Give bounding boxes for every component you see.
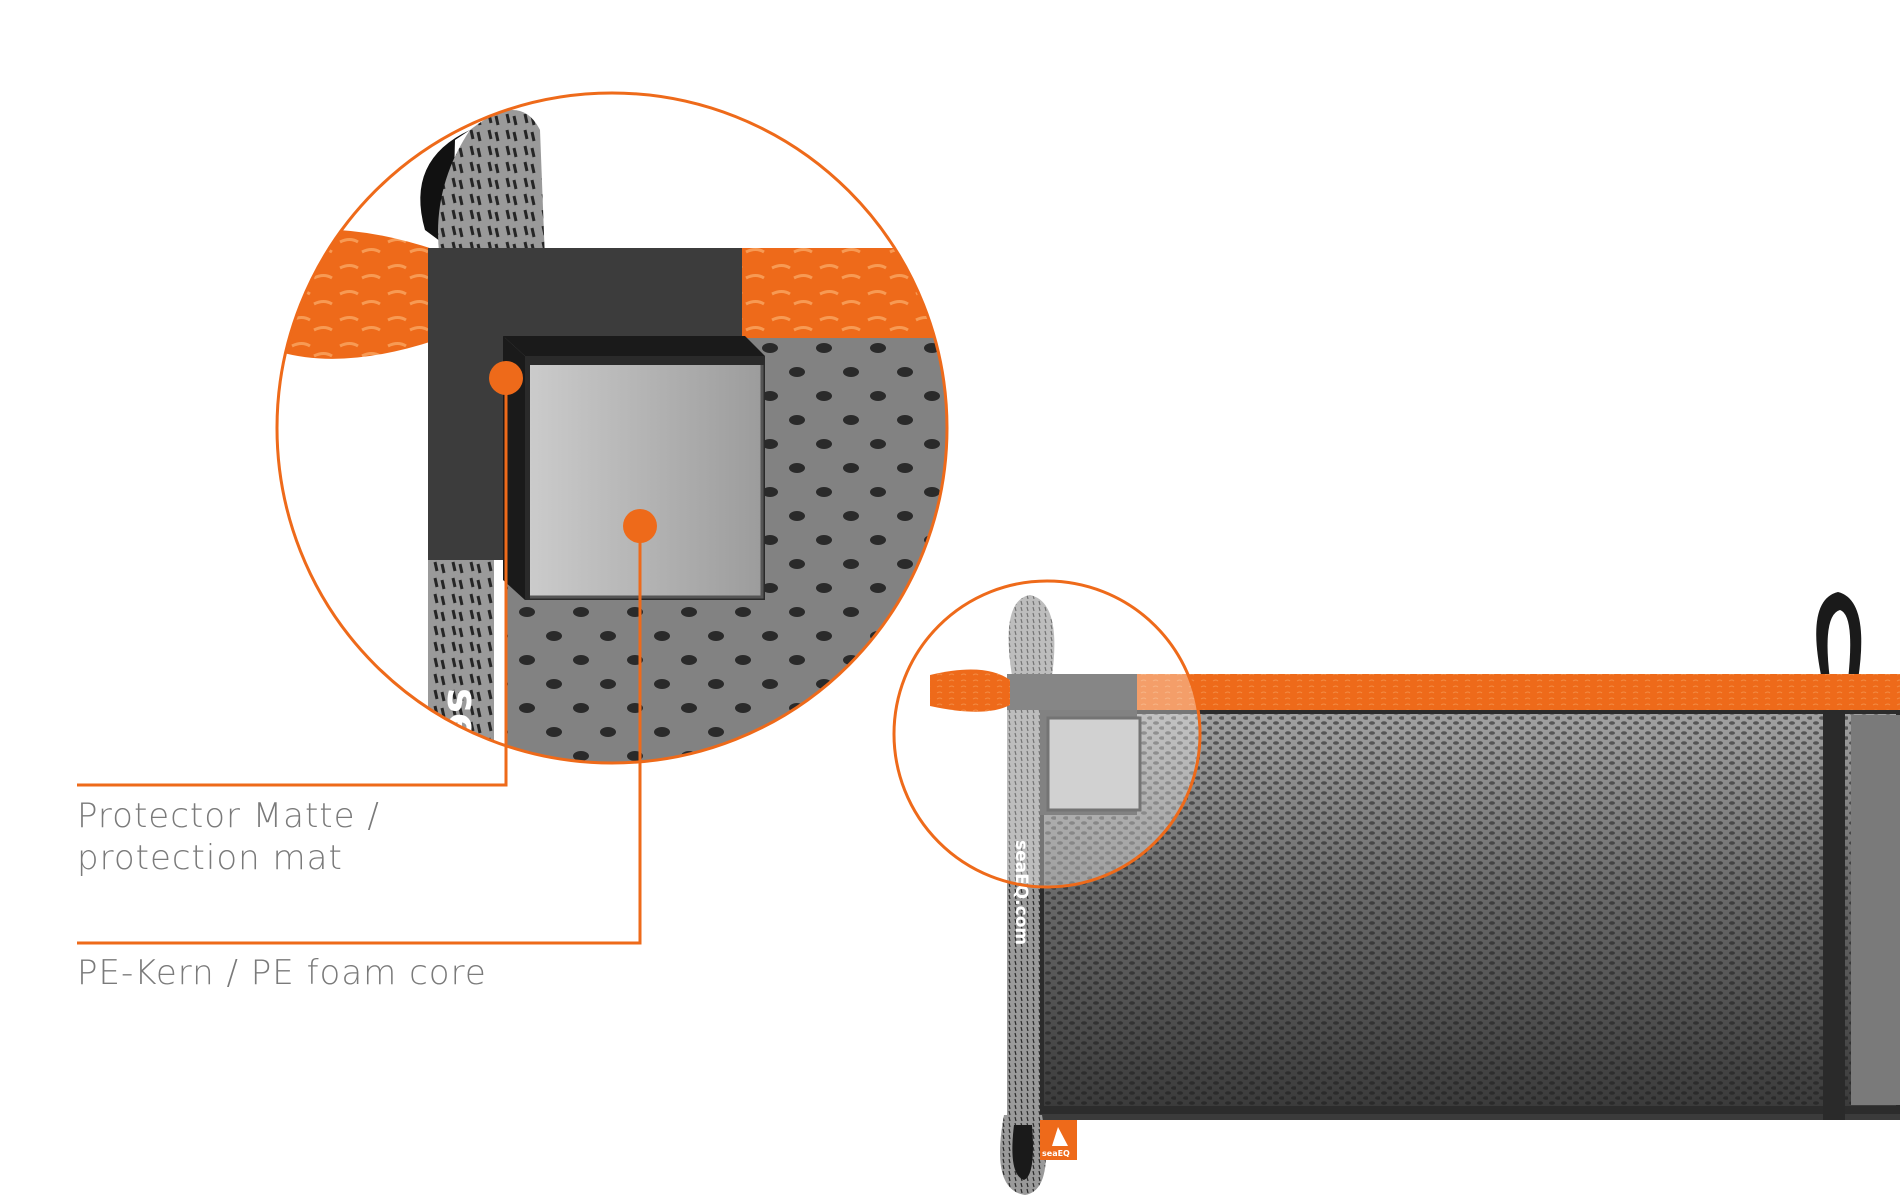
- leader-protection-mat: [77, 378, 508, 787]
- side-strap: [428, 560, 494, 763]
- zoom-detail: se: [277, 93, 947, 763]
- top-loop-strap: [438, 110, 545, 260]
- edge-binding: [428, 248, 742, 560]
- small-zoom-circle: [892, 579, 1202, 889]
- zoom-circle-outline: [275, 91, 949, 765]
- small-zoom-region: [894, 581, 1200, 887]
- strap-print: seaEQ.com: [1011, 840, 1031, 945]
- callout-protection-mat-line2: protection mat: [77, 838, 343, 878]
- callout-label-protection-mat: Protector Matte / protection mat: [77, 795, 380, 879]
- callout-label-foam-core: PE-Kern / PE foam core: [77, 952, 487, 994]
- callout-foam-core-line1: PE-Kern / PE foam core: [77, 953, 487, 993]
- brand-logo-text: seaEQ: [1042, 1149, 1070, 1158]
- leader-foam-core: [77, 526, 642, 945]
- velcro-tab-left: [277, 229, 436, 359]
- left-strap: [1007, 710, 1040, 1120]
- foam-core: [503, 336, 765, 600]
- top-edge-band: [740, 248, 947, 338]
- callout-protection-mat-line1: Protector Matte /: [77, 796, 380, 836]
- divider-strap: [1823, 700, 1845, 1120]
- strap-print-zoomed: se: [438, 688, 487, 741]
- mat-overview: seaEQ.com seaEQ: [1000, 592, 1900, 1195]
- top-band: [1135, 674, 1900, 710]
- top-left-loop: [1008, 595, 1055, 676]
